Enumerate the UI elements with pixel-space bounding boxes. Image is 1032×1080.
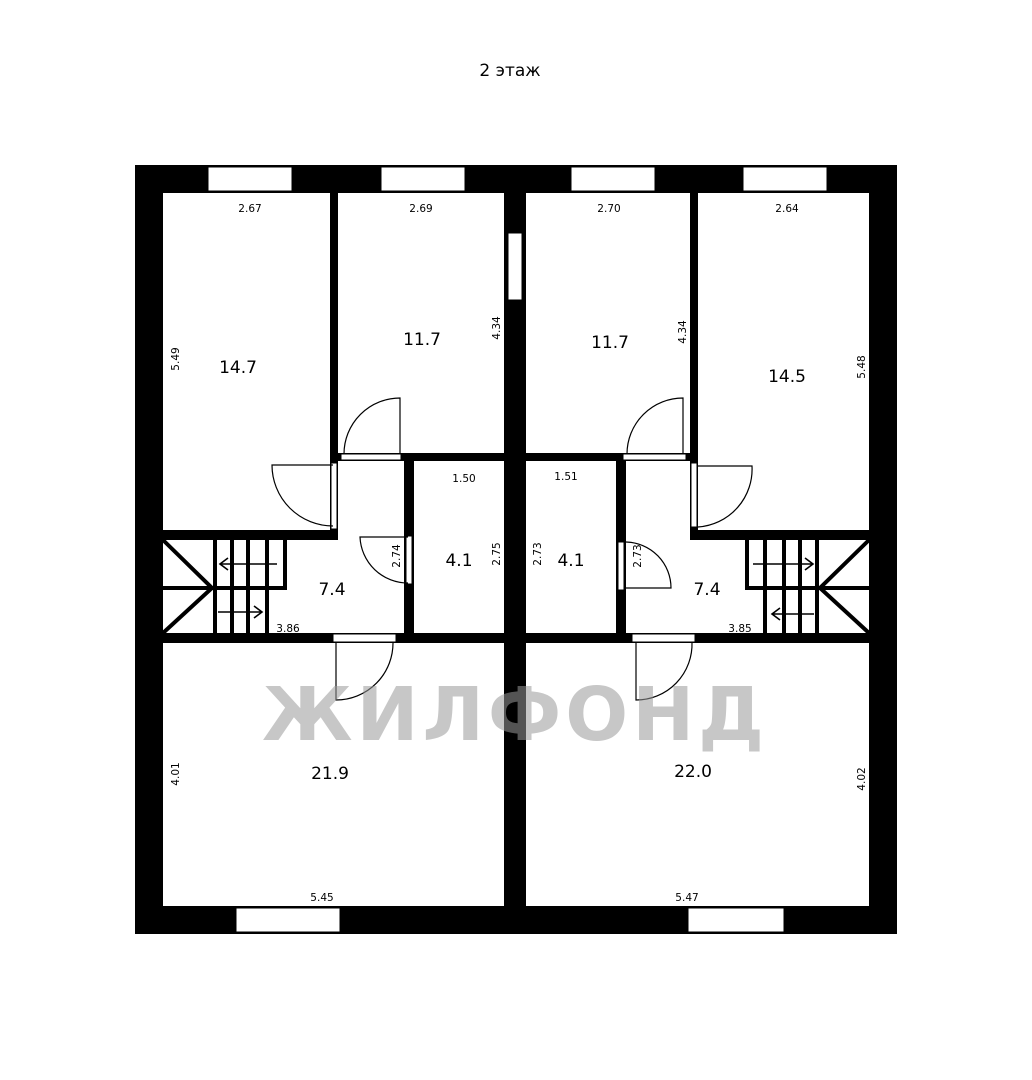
room-area: 4.1 — [445, 551, 472, 571]
arrow-icon — [218, 557, 277, 571]
arrow-icon — [218, 605, 264, 619]
dimension-label: 1.51 — [554, 471, 577, 483]
staircase-left — [161, 538, 287, 635]
window — [207, 166, 293, 192]
dimension-label: 5.48 — [856, 355, 868, 378]
room-area: 4.1 — [557, 551, 584, 571]
dimension-label: 1.50 — [452, 473, 475, 485]
dimension-label: 4.01 — [170, 762, 182, 785]
dimension-label: 2.73 — [632, 544, 644, 567]
dimension-label: 2.67 — [238, 203, 261, 215]
dimension-label: 4.02 — [856, 767, 868, 790]
dimension-label: 4.34 — [491, 316, 503, 340]
room-areas: 14.7 11.7 7.4 4.1 21.9 11.7 14.5 4.1 7.4… — [219, 330, 806, 784]
window — [507, 232, 523, 301]
dimension-label: 2.64 — [775, 203, 799, 215]
dimensions: 2.67 2.69 2.70 2.64 1.50 1.51 3.86 3.85 … — [170, 203, 868, 904]
window — [235, 907, 341, 933]
dimension-label: 2.73 — [532, 542, 544, 565]
dimension-label: 3.85 — [728, 623, 751, 635]
dimension-label: 5.47 — [675, 892, 698, 904]
room-area: 21.9 — [311, 764, 349, 784]
dimension-label: 3.86 — [276, 623, 300, 635]
windows — [207, 166, 828, 933]
window — [687, 907, 785, 933]
dimension-label: 5.49 — [170, 347, 182, 370]
dimension-label: 2.69 — [409, 203, 432, 215]
room-area: 11.7 — [403, 330, 441, 350]
arrow-icon — [753, 557, 815, 571]
dimension-label: 2.74 — [391, 544, 403, 568]
window — [380, 166, 466, 192]
room-area: 7.4 — [318, 580, 345, 600]
room-area: 14.5 — [768, 367, 806, 387]
room-area: 11.7 — [591, 333, 629, 353]
dimension-label: 5.45 — [310, 892, 333, 904]
staircase-right — [745, 538, 871, 635]
watermark: ЖИЛФОНД — [262, 672, 768, 758]
floor-title: 2 этаж — [479, 61, 540, 81]
dimension-label: 4.34 — [677, 320, 689, 344]
room-area: 22.0 — [674, 762, 712, 782]
dimension-label: 2.75 — [491, 542, 503, 565]
window — [742, 166, 828, 192]
dimension-label: 2.70 — [597, 203, 620, 215]
room-area: 7.4 — [693, 580, 720, 600]
arrow-icon — [770, 607, 814, 621]
doors — [271, 397, 753, 701]
room-area: 14.7 — [219, 358, 257, 378]
window — [570, 166, 656, 192]
